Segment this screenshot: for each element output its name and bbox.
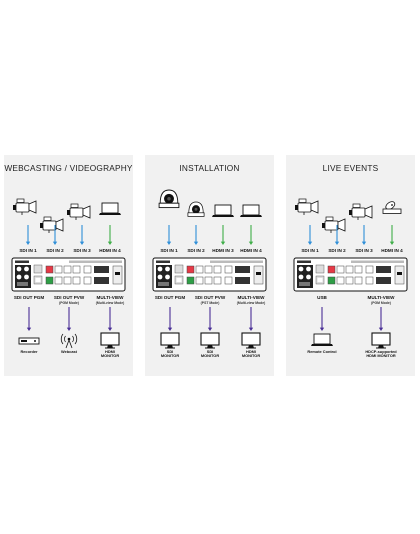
output-arrow [107, 307, 113, 331]
output-device-label: SDI MONITOR [200, 349, 220, 359]
input-label: SDI IN 1 [160, 248, 178, 253]
input-label: SDI IN 2 [187, 248, 205, 253]
panel-2: LIVE EVENTS SDI IN 1 SDI IN 2 SDI IN 3 HDMI … [286, 155, 415, 376]
input-label: SDI IN 1 [19, 248, 37, 253]
input-arrow [389, 225, 395, 245]
output-arrow [319, 307, 325, 331]
output-label: SDI OUT PGM [154, 295, 186, 300]
panel-title: LIVE EVENTS [322, 163, 379, 173]
input-arrow [166, 225, 172, 245]
monitor-icon [160, 332, 180, 349]
laptop-icon [240, 204, 262, 217]
monitor-icon [100, 332, 120, 349]
output-mode: (PST Mode) [200, 301, 220, 305]
panel-0: WEBCASTING / VIDEOGRAPHY SDI IN 1 SDI IN 2… [4, 155, 133, 376]
input-label: HDMI IN 3 [212, 248, 234, 253]
input-label: SDI IN 2 [46, 248, 64, 253]
input-label: SDI IN 3 [355, 248, 373, 253]
input-arrow [220, 225, 226, 245]
laptop-icon [311, 333, 333, 346]
input-label: SDI IN 3 [73, 248, 91, 253]
panel-1: INSTALLATION SDI IN 1 SDI IN 2 HDMI IN 3 HDM… [145, 155, 274, 376]
input-label: HDMI IN 4 [381, 248, 403, 253]
panel-title: WEBCASTING / VIDEOGRAPHY [4, 163, 133, 173]
monitor-icon [200, 332, 220, 349]
ptz-camera-icon [187, 201, 205, 217]
camcorder-icon [322, 216, 346, 233]
monitor-icon [371, 332, 391, 349]
disc-player-icon [382, 201, 402, 214]
output-arrow [378, 307, 384, 331]
output-mode: (Multi-view Mode) [236, 301, 266, 305]
output-arrow [167, 307, 173, 331]
output-device-label: HDMI MONITOR [100, 349, 120, 359]
video-switcher [11, 257, 126, 292]
webcast-icon [60, 333, 78, 349]
video-switcher [152, 257, 267, 292]
input-arrow [307, 225, 313, 245]
output-arrow [207, 307, 213, 331]
output-device-label: Remote Control [307, 349, 337, 354]
input-arrow [248, 225, 254, 245]
output-device-label: HDMI MONITOR [241, 349, 261, 359]
camcorder-icon [13, 198, 37, 215]
output-label: SDI OUT PGM [13, 295, 45, 300]
monitor-icon [241, 332, 261, 349]
output-arrow [66, 307, 72, 331]
camcorder-icon [295, 198, 319, 215]
input-arrow [193, 225, 199, 245]
output-mode: (PGM Mode) [371, 301, 391, 305]
ptz-camera-icon [158, 189, 180, 209]
video-switcher [293, 257, 408, 292]
panel-title: INSTALLATION [179, 163, 240, 173]
input-arrow [334, 225, 340, 245]
output-mode: (PGM Mode) [59, 301, 79, 305]
panel-graphics [11, 198, 126, 349]
panel-graphics [293, 198, 408, 349]
output-device-label: Recorder [20, 349, 38, 354]
input-arrow [25, 225, 31, 245]
output-arrow [248, 307, 254, 331]
output-label: MULTI-VIEW [237, 295, 265, 300]
input-label: SDI IN 1 [301, 248, 319, 253]
output-label: MULTI-VIEW [96, 295, 124, 300]
output-label: MULTI-VIEW [367, 295, 395, 300]
camcorder-icon [40, 216, 64, 233]
panel-graphics [152, 189, 267, 349]
input-arrow [79, 225, 85, 245]
output-device-label: SDI MONITOR [160, 349, 180, 359]
camcorder-icon [349, 203, 373, 220]
laptop-icon [99, 202, 121, 215]
output-device-label: Webcast [61, 349, 77, 354]
output-mode: (Multi-view Mode) [95, 301, 125, 305]
output-arrow [26, 307, 32, 331]
output-label: SDI OUT PVW [194, 295, 226, 300]
input-arrow [107, 225, 113, 245]
output-device-label: HDCP-supported HDMI MONITOR [365, 349, 397, 359]
output-label: SDI OUT PVW [53, 295, 85, 300]
input-arrow [361, 225, 367, 245]
input-label: SDI IN 2 [328, 248, 346, 253]
input-arrow [52, 225, 58, 245]
recorder-icon [18, 337, 40, 345]
input-label: HDMI IN 4 [99, 248, 121, 253]
input-label: HDMI IN 4 [240, 248, 262, 253]
laptop-icon [212, 204, 234, 217]
camcorder-icon [67, 203, 91, 220]
output-label: USB [317, 295, 327, 300]
